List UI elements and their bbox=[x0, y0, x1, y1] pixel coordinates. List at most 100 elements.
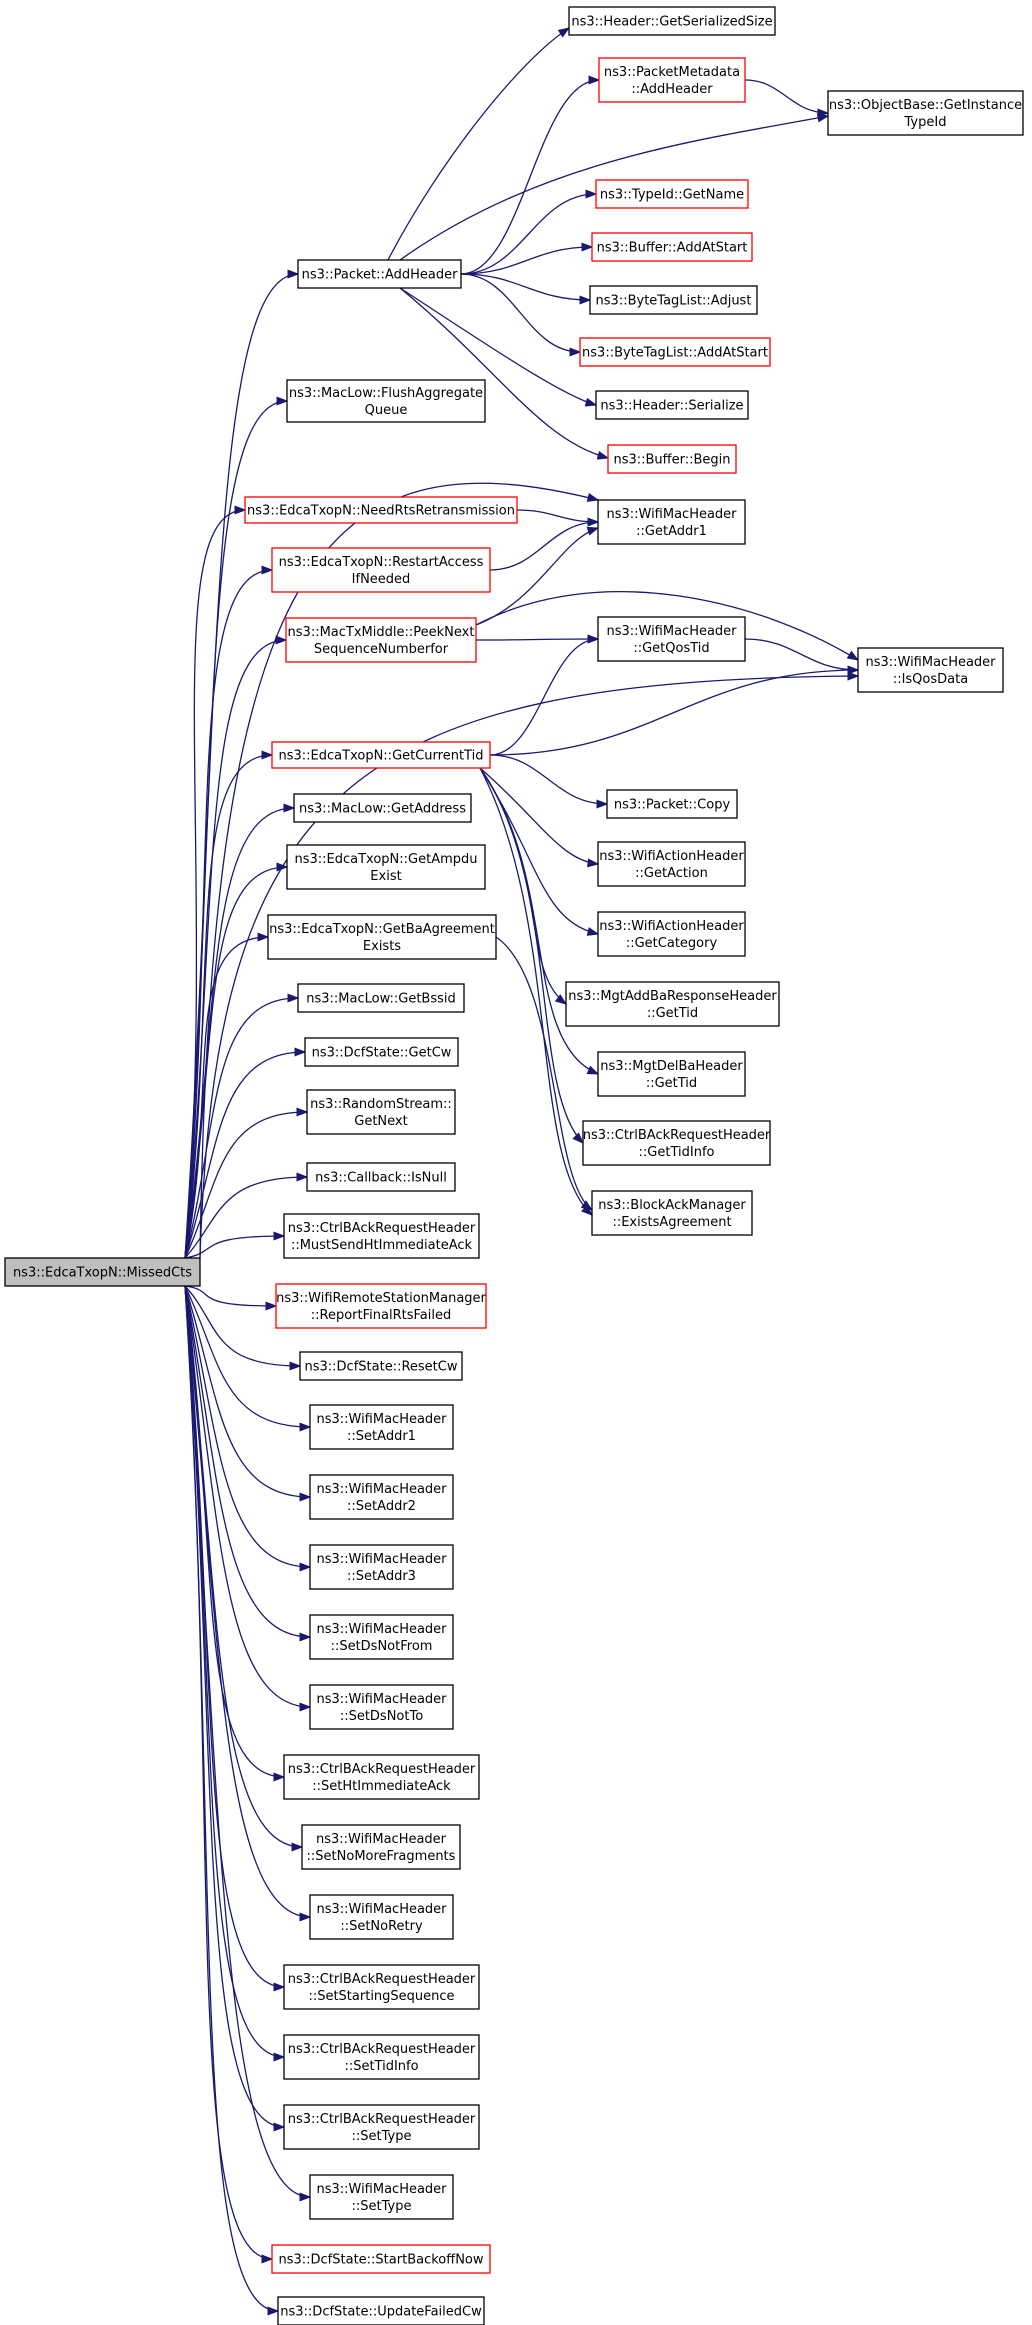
node-btladdatstart[interactable]: ns3::ByteTagList::AddAtStart bbox=[579, 337, 771, 367]
node-settidinfo[interactable]: ns3::CtrlBAckRequestHeader::SetTidInfo bbox=[283, 2034, 480, 2080]
node-getcurtid[interactable]: ns3::EdcaTxopN::GetCurrentTid bbox=[271, 741, 491, 769]
node-mgtaddba[interactable]: ns3::MgtAddBaResponseHeader::GetTid bbox=[565, 981, 780, 1027]
node-mustsend[interactable]: ns3::CtrlBAckRequestHeader::MustSendHtIm… bbox=[283, 1213, 480, 1259]
node-box bbox=[309, 1474, 454, 1520]
node-setnoretry[interactable]: ns3::WifiMacHeader::SetNoRetry bbox=[309, 1894, 454, 1940]
arrowhead-icon bbox=[586, 493, 600, 502]
node-setaddr1[interactable]: ns3::WifiMacHeader::SetAddr1 bbox=[309, 1404, 454, 1450]
call-edge-peeknext-to-getqostid bbox=[475, 634, 600, 644]
node-setaddr2[interactable]: ns3::WifiMacHeader::SetAddr2 bbox=[309, 1474, 454, 1520]
edge-line bbox=[184, 1285, 303, 1848]
node-getcw[interactable]: ns3::DcfState::GetCw bbox=[304, 1037, 459, 1067]
node-box bbox=[271, 2244, 491, 2274]
node-mgtdelba[interactable]: ns3::MgtDelBaHeader::GetTid bbox=[597, 1051, 746, 1097]
node-pmaddheader[interactable]: ns3::PacketMetadata::AddHeader bbox=[598, 57, 746, 103]
node-setnomore[interactable]: ns3::WifiMacHeader::SetNoMoreFragments bbox=[301, 1824, 461, 1870]
edge-line bbox=[184, 1176, 308, 1259]
edge-line bbox=[460, 273, 581, 353]
node-label: ::SetTidInfo bbox=[344, 2059, 418, 2074]
node-needrts[interactable]: ns3::EdcaTxopN::NeedRtsRetransmission bbox=[244, 496, 518, 524]
arrowhead-icon bbox=[291, 1842, 304, 1852]
node-label: ns3::MacLow::FlushAggregate bbox=[289, 386, 483, 401]
edge-line bbox=[475, 591, 859, 661]
call-edge-root-to-settypewifi bbox=[184, 1285, 312, 2202]
node-setdsnotfrom[interactable]: ns3::WifiMacHeader::SetDsNotFrom bbox=[309, 1614, 454, 1660]
node-label: ns3::ByteTagList::AddAtStart bbox=[582, 346, 768, 361]
node-sethtimm[interactable]: ns3::CtrlBAckRequestHeader::SetHtImmedia… bbox=[283, 1754, 480, 1800]
node-headerserialize[interactable]: ns3::Header::Serialize bbox=[595, 390, 749, 420]
node-box bbox=[283, 2104, 480, 2150]
call-edge-root-to-updatefailed bbox=[184, 1285, 280, 2316]
node-bufferaddatstart[interactable]: ns3::Buffer::AddAtStart bbox=[591, 232, 753, 262]
node-getbssid[interactable]: ns3::MacLow::GetBssid bbox=[297, 983, 465, 1013]
node-box bbox=[275, 1283, 487, 1329]
node-gettidinfo[interactable]: ns3::CtrlBAckRequestHeader::GetTidInfo bbox=[582, 1120, 771, 1166]
node-box bbox=[267, 914, 497, 960]
arrowhead-icon bbox=[265, 1301, 278, 1311]
node-getqostid[interactable]: ns3::WifiMacHeader::GetQosTid bbox=[597, 616, 746, 662]
call-edge-getbaagr-to-existsagr bbox=[495, 936, 594, 1211]
node-isnull[interactable]: ns3::Callback::IsNull bbox=[306, 1162, 456, 1192]
node-settypectrl[interactable]: ns3::CtrlBAckRequestHeader::SetType bbox=[283, 2104, 480, 2150]
call-edge-getcurtid-to-isqosdata bbox=[489, 665, 860, 756]
node-btladjust[interactable]: ns3::ByteTagList::Adjust bbox=[589, 285, 758, 315]
node-typeidgetname[interactable]: ns3::TypeId::GetName bbox=[595, 179, 749, 209]
node-box bbox=[857, 647, 1004, 693]
node-getcategory[interactable]: ns3::WifiActionHeader::GetCategory bbox=[597, 911, 746, 957]
edge-line bbox=[479, 767, 593, 1216]
node-addheader[interactable]: ns3::Packet::AddHeader bbox=[297, 259, 462, 289]
node-bufferbegin[interactable]: ns3::Buffer::Begin bbox=[607, 444, 737, 474]
node-setdsnotto[interactable]: ns3::WifiMacHeader::SetDsNotTo bbox=[309, 1684, 454, 1730]
node-label: ::ExistsAgreement bbox=[612, 1215, 731, 1230]
arrowhead-icon bbox=[847, 665, 860, 675]
node-reportfinal[interactable]: ns3::WifiRemoteStationManager::ReportFin… bbox=[275, 1283, 487, 1329]
node-getnext[interactable]: ns3::RandomStream::GetNext bbox=[306, 1089, 456, 1135]
node-label: ns3::CtrlBAckRequestHeader bbox=[288, 1972, 476, 1987]
node-box bbox=[301, 1824, 461, 1870]
edge-line bbox=[199, 675, 859, 1259]
node-box bbox=[286, 844, 486, 890]
node-startbackoff[interactable]: ns3::DcfState::StartBackoffNow bbox=[271, 2244, 491, 2274]
node-label: ns3::Packet::AddHeader bbox=[302, 268, 458, 283]
arrowhead-icon bbox=[273, 1772, 286, 1782]
node-label: ns3::WifiMacHeader bbox=[316, 1622, 447, 1637]
node-updatefailed[interactable]: ns3::DcfState::UpdateFailedCw bbox=[277, 2296, 485, 2325]
node-root[interactable]: ns3::EdcaTxopN::MissedCts bbox=[4, 1257, 201, 1287]
node-box bbox=[597, 616, 746, 662]
arrowhead-icon bbox=[569, 347, 582, 357]
edge-line bbox=[184, 1285, 311, 1708]
arrowhead-icon bbox=[294, 1047, 307, 1057]
edge-line bbox=[184, 807, 295, 1259]
node-isqosdata[interactable]: ns3::WifiMacHeader::IsQosData bbox=[857, 647, 1004, 693]
node-setstarting[interactable]: ns3::CtrlBAckRequestHeader::SetStartingS… bbox=[283, 1964, 480, 2010]
node-getserialized[interactable]: ns3::Header::GetSerializedSize bbox=[568, 6, 776, 36]
arrowhead-icon bbox=[273, 2122, 286, 2132]
node-label: ns3::EdcaTxopN::NeedRtsRetransmission bbox=[247, 504, 515, 519]
node-resetcw[interactable]: ns3::DcfState::ResetCw bbox=[299, 1351, 463, 1381]
node-label: ns3::DcfState::GetCw bbox=[312, 1046, 452, 1061]
node-box bbox=[827, 90, 1024, 136]
node-label: ns3::WifiMacHeader bbox=[865, 655, 996, 670]
node-label: SequenceNumberfor bbox=[314, 642, 449, 657]
node-getaddress[interactable]: ns3::MacLow::GetAddress bbox=[293, 793, 472, 823]
arrowhead-icon bbox=[273, 1231, 286, 1241]
arrowhead-icon bbox=[276, 862, 289, 872]
node-label: ns3::CtrlBAckRequestHeader bbox=[288, 2112, 476, 2127]
edge-line bbox=[184, 400, 288, 1259]
arrowhead-icon bbox=[585, 189, 598, 199]
arrowhead-icon bbox=[261, 565, 274, 575]
node-peeknext[interactable]: ns3::MacTxMiddle::PeekNextSequenceNumber… bbox=[285, 617, 477, 663]
node-packetcopy[interactable]: ns3::Packet::Copy bbox=[606, 789, 738, 819]
node-settypewifi[interactable]: ns3::WifiMacHeader::SetType bbox=[309, 2174, 454, 2220]
node-box bbox=[297, 259, 462, 289]
edge-line bbox=[184, 1285, 311, 1498]
node-getaction[interactable]: ns3::WifiActionHeader::GetAction bbox=[597, 841, 746, 887]
node-getaddr1[interactable]: ns3::WifiMacHeader::GetAddr1 bbox=[597, 499, 746, 545]
node-existsagr[interactable]: ns3::BlockAckManager::ExistsAgreement bbox=[591, 1190, 753, 1236]
node-setaddr3[interactable]: ns3::WifiMacHeader::SetAddr3 bbox=[309, 1544, 454, 1590]
